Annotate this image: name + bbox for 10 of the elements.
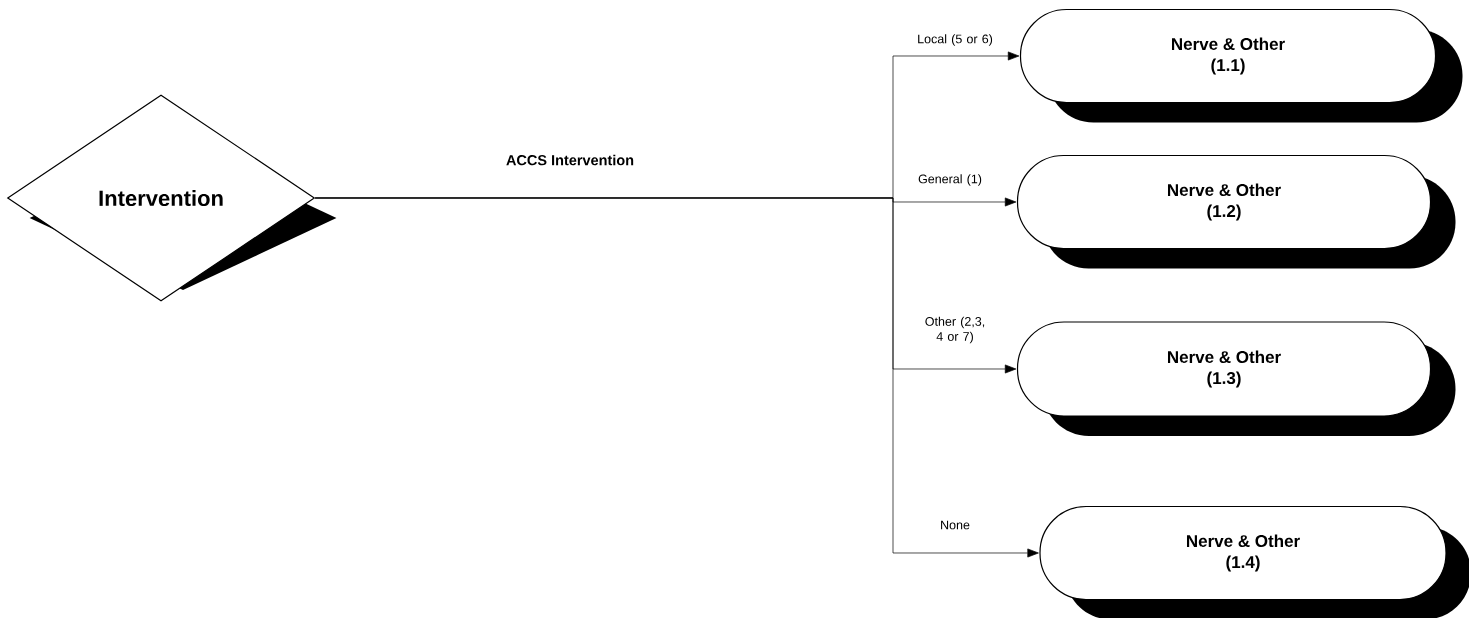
arrow [314, 197, 1039, 558]
edge-label: Other (2,3, 4 or 7) [925, 316, 985, 344]
terminal-box: Nerve & Other (1.1) [1019, 8, 1463, 123]
terminal-box: Nerve & Other (1.3) [1016, 321, 1456, 436]
edge-label: Local (5 or 6) [918, 34, 993, 46]
edge-label: General (1) [918, 174, 982, 186]
terminal-box: Nerve & Other (1.2) [1016, 154, 1456, 269]
edge-label: None [941, 520, 970, 530]
trunk-label: ACCS Intervention [506, 154, 634, 166]
terminal-box: Nerve & Other (1.4) [1039, 505, 1469, 618]
